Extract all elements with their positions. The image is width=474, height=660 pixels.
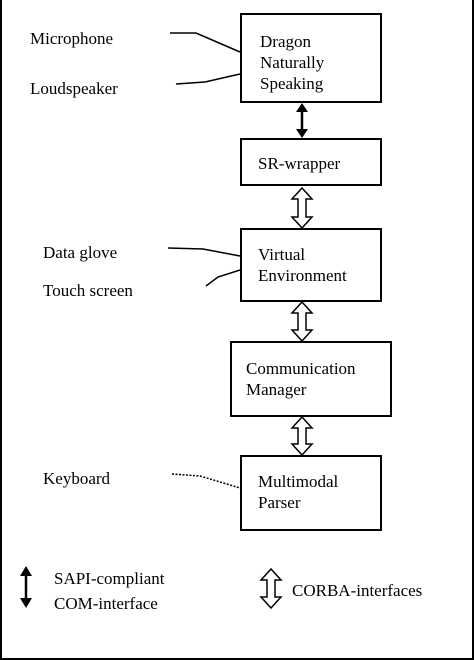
multimodal-parser-box: Multimodal Parser	[240, 455, 382, 531]
sapi-legend-line-2: COM-interface	[54, 594, 158, 613]
virtual-environment-box: Virtual Environment	[240, 228, 382, 302]
sapi-legend-line-1: SAPI-compliant	[54, 569, 165, 588]
dragon-line-2: Naturally	[260, 53, 325, 72]
sr-wrapper-label: SR-wrapper	[258, 154, 341, 173]
sr-wrapper-box: SR-wrapper	[240, 138, 382, 186]
dragon-naturally-speaking-box: Dragon Naturally Speaking	[240, 13, 382, 103]
communication-manager-box: Communication Manager	[230, 341, 392, 417]
comm-manager-line-2: Manager	[246, 380, 307, 399]
corba-legend-label: CORBA-interfaces	[292, 581, 423, 600]
dragon-line-1: Dragon	[260, 32, 311, 51]
parser-line-1: Multimodal	[258, 472, 339, 491]
sapi-legend-icon	[20, 566, 32, 608]
corba-arrow-sr-ve	[290, 186, 314, 230]
data-glove-label: Data glove	[43, 243, 118, 262]
keyboard-label: Keyboard	[43, 469, 111, 488]
keyboard-connector	[171, 473, 241, 489]
loudspeaker-label: Loudspeaker	[30, 79, 118, 98]
corba-arrow-cm-mp	[290, 415, 314, 457]
comm-manager-line-1: Communication	[246, 359, 356, 378]
microphone-label: Microphone	[30, 29, 114, 48]
data-glove-connector	[167, 247, 241, 257]
microphone-connector	[170, 32, 241, 53]
corba-legend-icon	[259, 567, 283, 610]
virtual-env-line-2: Environment	[258, 266, 347, 285]
sapi-arrow-dragon-sr	[296, 103, 308, 138]
parser-line-2: Parser	[258, 493, 301, 512]
touch-screen-label: Touch screen	[43, 281, 133, 300]
loudspeaker-connector	[175, 73, 241, 85]
dragon-line-3: Speaking	[260, 74, 324, 93]
virtual-env-line-1: Virtual	[258, 245, 306, 264]
touch-screen-connector	[205, 269, 241, 287]
corba-arrow-ve-cm	[290, 300, 314, 343]
